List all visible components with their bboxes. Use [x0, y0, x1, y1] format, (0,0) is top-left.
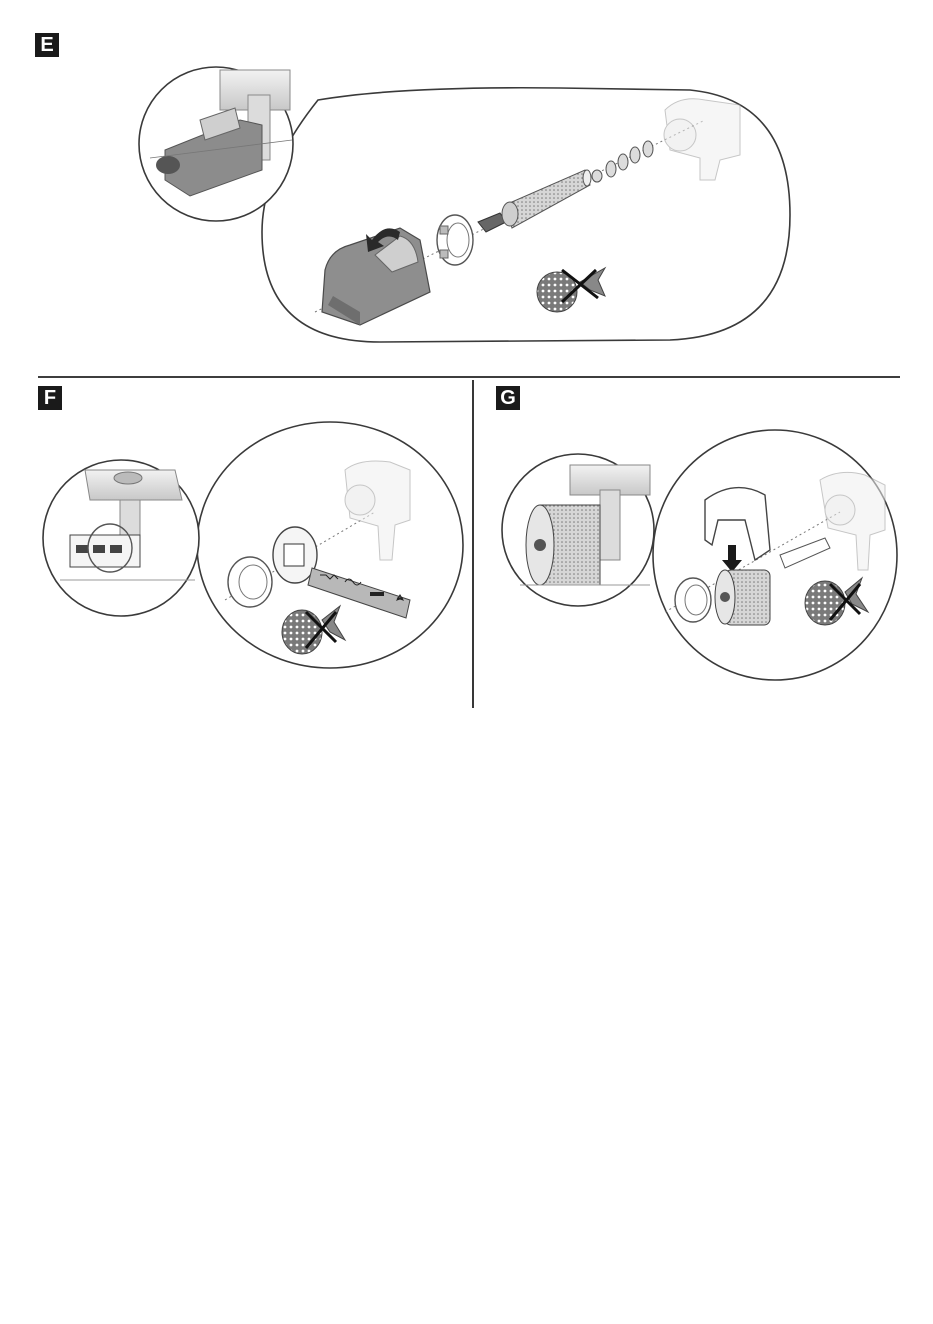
e-locking-ring — [437, 215, 473, 265]
g-locking-ring — [675, 578, 711, 622]
section-g-illustration — [502, 430, 897, 680]
section-f-illustration — [43, 422, 463, 668]
section-e-illustration — [139, 67, 790, 342]
f-locking-ring — [228, 557, 272, 607]
g-grater-drum — [715, 570, 770, 625]
